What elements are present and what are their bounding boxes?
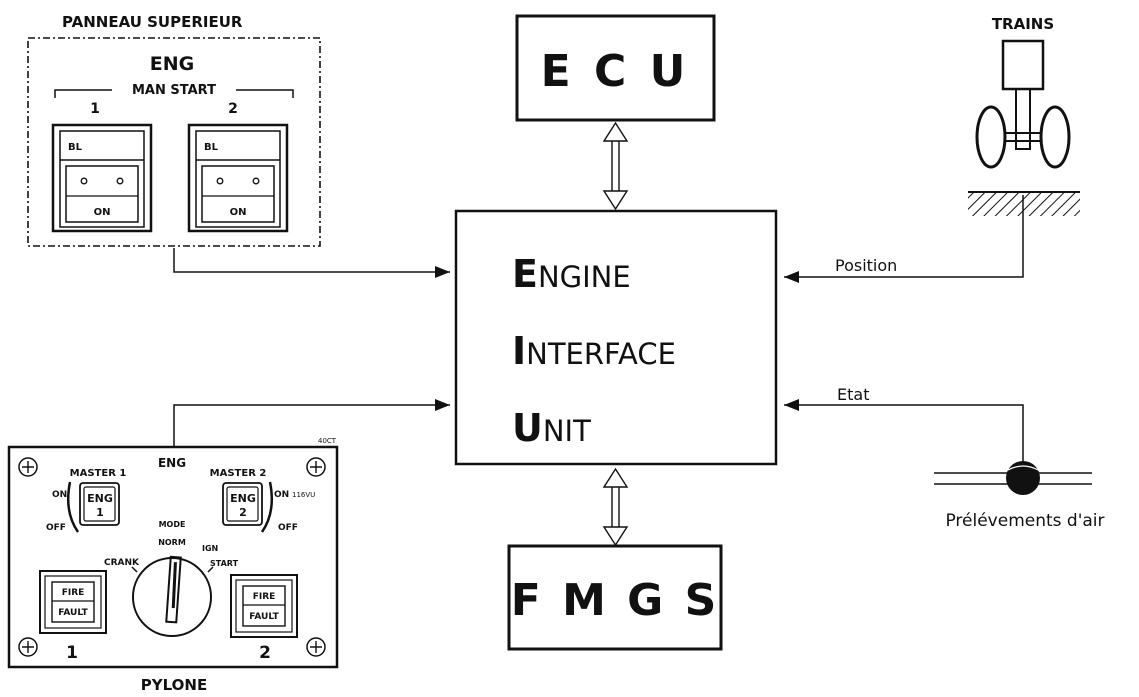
master-2-number: 2 (239, 506, 247, 519)
master-1-switch[interactable] (79, 482, 120, 526)
man-start-switch-2[interactable]: BL ON (187, 123, 289, 233)
pylone-corner-ref: 40CT (318, 437, 337, 445)
ecu-box: E C U (515, 14, 716, 122)
master-2-off: OFF (278, 523, 298, 533)
switch-2-outer (187, 123, 289, 233)
overhead-switch-2-number: 2 (228, 101, 238, 117)
gear-axle (1004, 132, 1042, 142)
master-2-label: MASTER 2 (210, 468, 267, 479)
overhead-panel-frame (27, 37, 321, 247)
switch-1-on: ON (94, 207, 111, 218)
mode-ign: IGN (202, 544, 218, 553)
arrow-overhead-to-eiu (173, 248, 450, 278)
pylone-panel: 40CT ENG MASTER 1 ON OFF ENG 1 (7, 437, 339, 669)
switch-2-light-left (216, 177, 224, 185)
etat-label: Etat (837, 385, 869, 404)
ecu-label: E C U (541, 46, 690, 97)
bleed-air-valve (934, 461, 1092, 495)
engine-1-number: 1 (66, 643, 78, 663)
arrow-trains-to-eiu (784, 195, 1024, 283)
arrow-pylone-to-eiu (173, 399, 450, 447)
double-arrow-ecu-eiu (602, 121, 629, 211)
fmgs-box: F M G S (507, 544, 723, 651)
gear-wheel-left (975, 105, 1007, 169)
switch-2-light-right (252, 177, 260, 185)
eiu-line-1: ENGINE (512, 252, 631, 296)
overhead-panel: PANNEAU SUPERIEUR ENG MAN START 1 2 BL O… (27, 13, 321, 247)
switch-1-light-left (80, 177, 88, 185)
master-2-on: ON (274, 490, 289, 500)
master-1-number: 1 (96, 506, 104, 519)
screw-icon (306, 457, 326, 477)
mode-start: START (210, 559, 239, 568)
mode-label: MODE (159, 520, 186, 529)
man-start-bracket (54, 89, 294, 98)
gear-strut-housing (1001, 39, 1045, 91)
gear-wheel-right (1039, 105, 1071, 169)
master-2-switch[interactable] (222, 482, 263, 526)
overhead-panel-title: PANNEAU SUPERIEUR (62, 13, 243, 31)
engine-2-number: 2 (259, 643, 271, 663)
double-arrow-eiu-fmgs (602, 467, 629, 547)
switch-2-button (201, 165, 275, 223)
man-start-switch-1[interactable]: BL ON (51, 123, 153, 233)
fire-1-label: FIRE (62, 588, 85, 598)
mode-crank: CRANK (104, 558, 140, 568)
master-1-eng: ENG (87, 492, 113, 505)
ecu-frame (515, 14, 716, 122)
fmgs-frame (507, 544, 723, 651)
fault-1-label: FAULT (58, 608, 88, 618)
fire-fault-light-2[interactable] (230, 574, 298, 638)
master-1-guard (67, 481, 80, 533)
master-1-label: MASTER 1 (70, 468, 127, 479)
screw-icon (18, 457, 38, 477)
master-1-on: ON (52, 490, 67, 500)
mode-tick-marks (131, 566, 214, 573)
switch-2-on: ON (230, 207, 247, 218)
eiu-line-3: UNIT (512, 406, 591, 450)
trains-title: TRAINS (992, 15, 1054, 33)
fmgs-label: F M G S (511, 575, 720, 626)
pylone-eng-label: ENG (158, 456, 186, 470)
eiu-frame (454, 209, 778, 466)
switch-2-bl: BL (204, 142, 219, 153)
switch-2-inner (195, 130, 281, 228)
arrow-air-to-eiu (784, 399, 1024, 462)
man-start-label: MAN START (132, 83, 216, 98)
position-label: Position (835, 256, 897, 275)
mode-selector-knob[interactable] (132, 555, 212, 637)
pylone-panel-frame (7, 445, 339, 669)
switch-1-inner (59, 130, 145, 228)
screw-icon (18, 637, 38, 657)
pylone-title: PYLONE (141, 676, 207, 694)
gear-strut-piston (1015, 88, 1031, 150)
air-valve-disc (1006, 461, 1040, 495)
master-2-eng: ENG (230, 492, 256, 505)
switch-1-bl: BL (68, 142, 83, 153)
mode-norm: NORM (158, 538, 186, 547)
overhead-eng-label: ENG (150, 53, 194, 75)
overhead-switch-1-number: 1 (90, 101, 100, 117)
landing-gear: TRAINS (968, 15, 1080, 216)
master-2-guard (260, 481, 273, 533)
switch-1-button (65, 165, 139, 223)
eiu-box: ENGINE INTERFACE UNIT (454, 209, 778, 466)
ground-hatch (968, 193, 1080, 216)
master-1-off: OFF (46, 523, 66, 533)
screw-icon (306, 637, 326, 657)
eiu-line-2: INTERFACE (512, 329, 676, 373)
fault-2-label: FAULT (249, 612, 279, 622)
switch-1-outer (51, 123, 153, 233)
fire-2-label: FIRE (253, 592, 276, 602)
switch-1-light-right (116, 177, 124, 185)
air-valve-highlight (1007, 465, 1039, 471)
fire-fault-light-1[interactable] (39, 570, 107, 634)
panel-vu-ref: 116VU (292, 491, 315, 499)
air-bleed-label: Prélévements d'air (945, 511, 1104, 531)
